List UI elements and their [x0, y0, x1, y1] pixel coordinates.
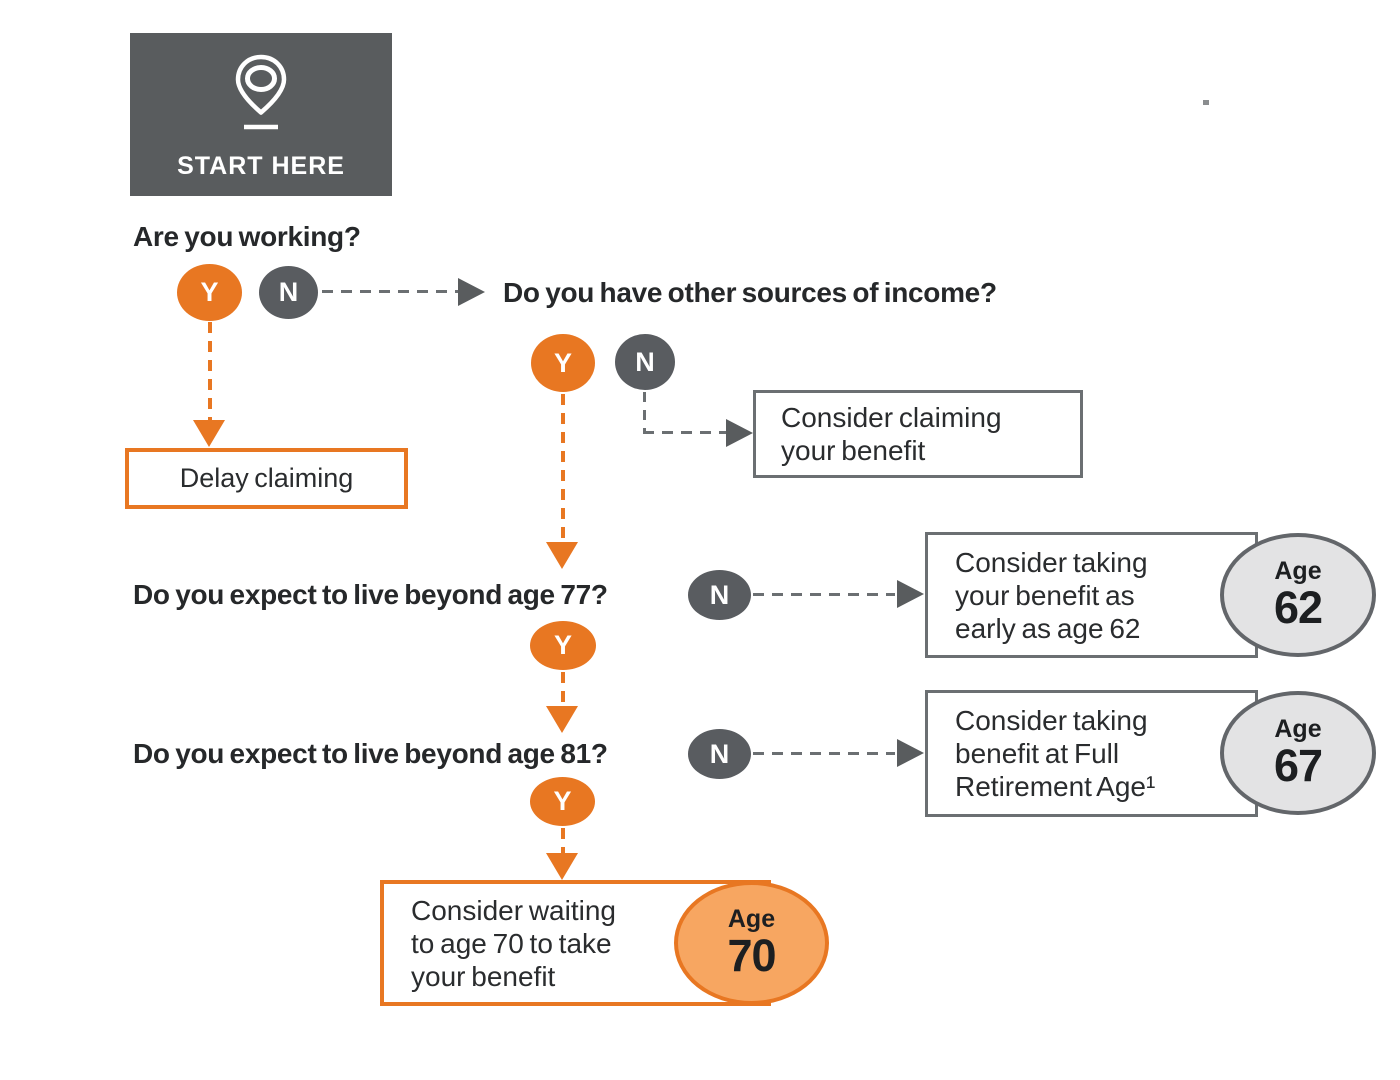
q1-yes-circle: Y: [177, 264, 242, 321]
outcome-age62-line2: your benefit as: [955, 579, 1135, 611]
question-live-beyond-77: Do you expect to live beyond age 77?: [133, 579, 608, 610]
arrowhead-q4yes-to-age70-icon: [546, 853, 578, 880]
outcome-consider-claiming-line2: your benefit: [781, 435, 926, 466]
connector-q1no-to-q2: [322, 290, 458, 293]
outcome-age62-box: Consider taking your benefit as early as…: [925, 532, 1258, 658]
outcome-delay-claiming-text: Delay claiming: [179, 463, 354, 493]
outcome-delay-claiming-box: Delay claiming: [125, 448, 408, 509]
connector-q2no-vertical: [643, 392, 646, 434]
arrowhead-q4no-to-age67-icon: [897, 739, 924, 767]
arrowhead-q1no-to-q2-icon: [458, 278, 485, 306]
outcome-age67-box: Consider taking benefit at Full Retireme…: [925, 690, 1258, 817]
age-62-badge: Age 62: [1220, 533, 1376, 657]
outcome-consider-claiming-box: Consider claiming your benefit: [753, 390, 1083, 478]
start-here-label: START HERE: [177, 152, 345, 180]
age-67-badge-value: 67: [1273, 740, 1323, 791]
arrowhead-q3no-to-age62-icon: [897, 580, 924, 608]
arrowhead-q3yes-to-q4-icon: [546, 706, 578, 733]
connector-q4yes-to-age70: [561, 828, 565, 854]
start-here-box: START HERE: [130, 33, 392, 196]
connector-q3no-to-age62: [753, 593, 895, 596]
outcome-age67-line3: Retirement Age¹: [955, 771, 1156, 802]
q1-no-circle: N: [259, 266, 318, 319]
outcome-age62-line1: Consider taking: [955, 546, 1148, 578]
age-67-badge-label: Age: [1274, 715, 1322, 743]
question-other-income: Do you have other sources of income?: [503, 277, 997, 308]
q3-no-circle: N: [688, 570, 751, 620]
q4-yes-circle: Y: [530, 777, 595, 826]
location-pin-icon: [228, 51, 294, 148]
connector-q1yes-to-delay: [208, 322, 212, 420]
arrowhead-q2yes-to-q3-icon: [546, 542, 578, 569]
stray-mark: [1203, 100, 1209, 105]
age-70-badge-label: Age: [727, 905, 776, 933]
connector-q4no-to-age67: [753, 752, 895, 755]
age-62-badge-value: 62: [1273, 582, 1323, 633]
connector-q2yes-to-q3: [561, 394, 565, 542]
age-67-badge: Age 67: [1220, 691, 1376, 815]
question-live-beyond-81: Do you expect to live beyond age 81?: [133, 738, 608, 769]
q2-yes-circle: Y: [531, 334, 595, 392]
q2-no-circle: N: [615, 334, 675, 390]
q3-yes-circle: Y: [530, 621, 596, 670]
age-70-badge: Age 70: [674, 881, 829, 1005]
arrowhead-q2no-to-claim-icon: [726, 419, 753, 447]
connector-q3yes-to-q4: [561, 672, 565, 706]
outcome-age62-line3: early as age 62: [955, 612, 1141, 644]
question-are-you-working: Are you working?: [133, 221, 361, 252]
outcome-consider-claiming-line1: Consider claiming: [781, 402, 1002, 433]
outcome-age70-line3: your benefit: [411, 960, 556, 992]
q4-no-circle: N: [688, 729, 751, 779]
outcome-age67-line2: benefit at Full: [955, 738, 1120, 769]
outcome-age70-line2: to age 70 to take: [411, 927, 612, 959]
connector-q2no-horizontal: [643, 431, 726, 434]
outcome-age70-line1: Consider waiting: [411, 894, 616, 926]
arrowhead-q1yes-to-delay-icon: [193, 420, 225, 447]
age-70-badge-value: 70: [727, 930, 776, 981]
age-62-badge-label: Age: [1274, 557, 1322, 585]
outcome-age67-line1: Consider taking: [955, 705, 1148, 736]
